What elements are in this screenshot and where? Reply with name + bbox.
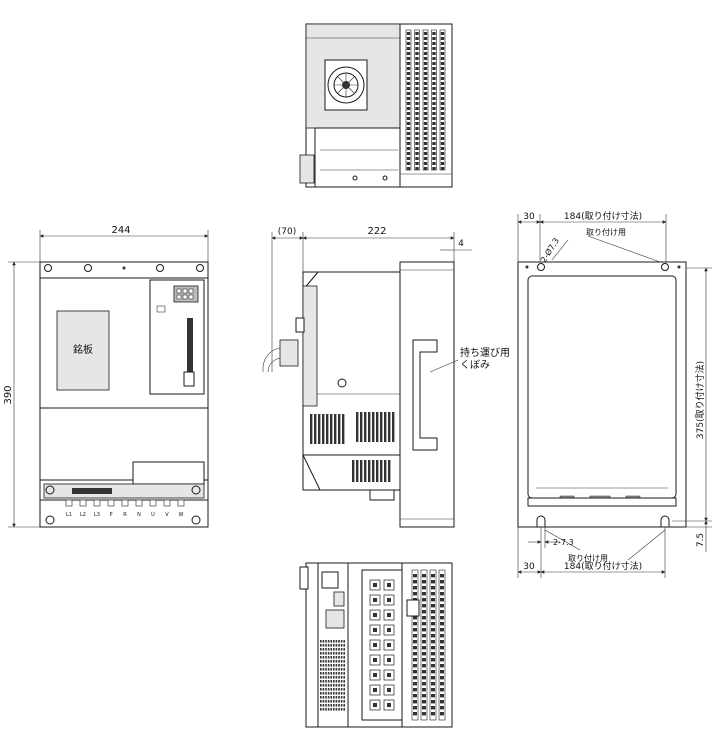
terminal-strip: [65, 499, 185, 507]
terminal-label: L2: [80, 512, 86, 518]
side-view: (70) 222 4 持ち運び用 くぼみ: [262, 226, 510, 528]
rear-mount-width-bottom: 184(取り付け寸法): [564, 560, 642, 572]
nameplate: [56, 310, 110, 391]
rear-mount-note-top: 取り付け用: [586, 227, 626, 237]
bottom-vent-grid: [320, 640, 345, 711]
handle-note-line-2: くぼみ: [460, 359, 490, 371]
handle-note-line-1: 持ち運び用: [460, 346, 510, 359]
front-width-label: 244: [111, 225, 130, 236]
front-height-label: 390: [3, 385, 14, 404]
front-view: 244 390 銘板 L: [3, 225, 209, 528]
terminal-labels: L1 L2 L3 P R N U V W: [66, 512, 184, 518]
mount-hole-top-left: [537, 263, 545, 271]
nameplate-label: 銘板: [73, 343, 93, 356]
rear-view: 30 184(取り付け寸法) 2-Ø7.3 取り付け用 375(取り付け寸法) …: [517, 210, 712, 578]
terminal-label: L3: [94, 512, 100, 518]
carry-handle-recess: [412, 339, 438, 451]
heatsink-fins: [405, 29, 446, 171]
side-fin-label: 4: [458, 239, 464, 249]
bottom-heatsink-fins: [411, 569, 446, 721]
terminal-label: L1: [66, 512, 72, 518]
terminal-label: W: [179, 512, 184, 518]
mount-slot-bottom-right: [660, 515, 670, 527]
terminal-label: V: [165, 512, 169, 518]
side-depth-label: 222: [367, 226, 386, 237]
fan-icon: [327, 66, 365, 104]
side-offset-label: (70): [278, 227, 296, 237]
bottom-view: [299, 562, 453, 728]
rear-left-offset-top: 30: [523, 212, 535, 222]
mount-slot-bottom-left: [536, 515, 546, 527]
rear-slot-label: 2-7.3: [553, 538, 574, 547]
rear-left-offset-bottom: 30: [523, 562, 535, 572]
rear-bottom-offset: 7.5: [696, 533, 706, 547]
terminal-label: R: [123, 512, 127, 518]
terminal-label: P: [109, 512, 112, 518]
mount-hole-top-right: [661, 263, 669, 271]
top-view: [299, 23, 453, 188]
rear-mount-note-bottom: 取り付け用: [568, 553, 608, 563]
bottom-terminal-block: [369, 579, 395, 711]
rear-mount-width-top: 184(取り付け寸法): [564, 210, 642, 222]
rear-mount-height: 375(取り付け寸法): [694, 361, 706, 439]
terminal-label: N: [137, 512, 141, 518]
side-vents: [310, 412, 395, 482]
rear-hole-label: 2-Ø7.3: [538, 236, 561, 264]
terminal-label: U: [151, 512, 155, 518]
